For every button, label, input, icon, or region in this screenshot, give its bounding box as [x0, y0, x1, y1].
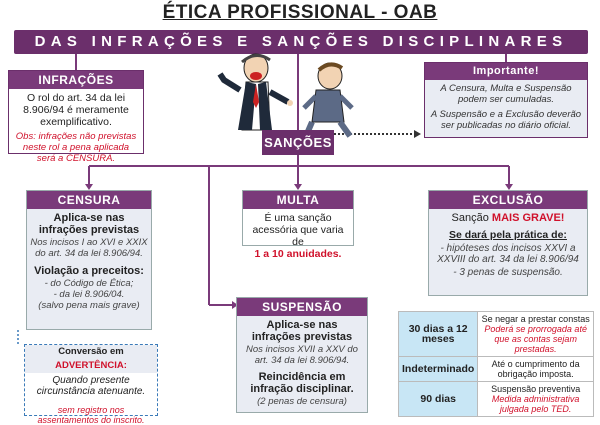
arrow-multa [294, 184, 302, 190]
table-row: Indeterminado Até o cumprimento da obrig… [397, 356, 594, 382]
censura-text-1: Nos incisos I ao XVI e XXIX do art. 34 d… [30, 237, 148, 259]
importante-line1: A Censura, Multa e Suspensão podem ser c… [440, 83, 572, 105]
banner: DAS INFRAÇÕES E SANÇÕES DISCIPLINARES [14, 30, 588, 54]
penalty-duration: Indeterminado [397, 356, 479, 382]
conversao-box: Conversão em ADVERTÊNCIA: Quando present… [24, 344, 158, 425]
exclusao-sancao-highlight: MAIS GRAVE! [491, 212, 565, 224]
infracoes-text: O rol do art. 34 da lei 8.906/94 é meram… [23, 92, 129, 128]
importante-header: Importante! [425, 63, 587, 80]
censura-box: CENSURA Aplica-se nas infrações prevista… [26, 190, 152, 330]
censura-text-2b: - da lei 8.906/04. [53, 289, 125, 300]
penalty-main: Se negar a prestar constas [481, 314, 590, 324]
page-title: ÉTICA PROFISSIONAL - OAB [162, 2, 438, 23]
importante-line2: A Suspensão e a Exclusão deverão ser pub… [430, 109, 582, 131]
penalty-note: Poderá se prorrogada até que as contas s… [484, 324, 587, 354]
multa-text: É uma sanção acessória que varia de [252, 212, 344, 248]
infracoes-obs: Obs: infrações não previstas neste rol a… [15, 131, 137, 164]
suspensao-header: SUSPENSÃO [237, 298, 367, 316]
penalty-main: Suspensão preventiva [491, 384, 581, 394]
penalty-duration: 30 dias a 12 meses [397, 311, 479, 357]
penalty-note: Medida administrativa julgada pelo TED. [491, 394, 580, 414]
infracoes-box: INFRAÇÕES O rol do art. 34 da lei 8.906/… [8, 70, 144, 164]
multa-highlight: 1 a 10 anuidades. [254, 248, 342, 260]
conversao-text-2: sem registro nos assentamentos do inscri… [37, 405, 145, 425]
exclusao-sancao-label: Sanção [451, 212, 492, 224]
arrow-importante [414, 130, 421, 138]
suspensao-heading-2: Reincidência em infração disciplinar. [250, 371, 354, 395]
arrow-exclusao [505, 184, 513, 190]
conversao-highlight: ADVERTÊNCIA: [55, 360, 127, 371]
multa-header: MULTA [243, 191, 353, 209]
conversao-text-1: Quando presente circunstância atenuante. [36, 375, 146, 397]
table-row: 30 dias a 12 meses Se negar a prestar co… [397, 311, 594, 357]
censura-heading-2: Violação a preceitos: [34, 265, 144, 277]
arrow-censura [85, 184, 93, 190]
censura-heading-1: Aplica-se nas infrações previstas [38, 212, 140, 236]
suspensao-heading-1: Aplica-se nas infrações previstas [251, 319, 353, 343]
cartoon-lawyers-illustration [217, 53, 354, 138]
penalty-main: Até o cumprimento da obrigação imposta. [491, 359, 580, 379]
suspensao-text-1: Nos incisos XVII a XXV do art. 34 da lei… [246, 344, 358, 366]
sancoes-box: SANÇÕES [262, 130, 334, 155]
infracoes-header: INFRAÇÕES [9, 71, 143, 89]
exclusao-box: EXCLUSÃO Sanção MAIS GRAVE! Se dará pela… [428, 190, 588, 296]
multa-box: MULTA É uma sanção acessória que varia d… [242, 190, 354, 260]
censura-header: CENSURA [27, 191, 151, 209]
penalty-duration: 90 dias [397, 381, 479, 417]
exclusao-sub: Se dará pela prática de: [449, 229, 567, 241]
conversao-label: Conversão em [58, 346, 124, 357]
suspensao-box: SUSPENSÃO Aplica-se nas infrações previs… [236, 297, 368, 413]
exclusao-header: EXCLUSÃO [429, 191, 587, 209]
penalties-table: 30 dias a 12 meses Se negar a prestar co… [397, 311, 594, 417]
censura-text-2a: - do Código de Ética; [44, 278, 134, 289]
importante-box: Importante! A Censura, Multa e Suspensão… [424, 62, 588, 138]
censura-text-2c: (salvo pena mais grave) [38, 300, 140, 311]
exclusao-text-2: - 3 penas de suspensão. [453, 267, 563, 278]
arrow-suspensao [232, 301, 238, 309]
suspensao-text-2: (2 penas de censura) [257, 396, 347, 407]
exclusao-text-1: - hipóteses dos incisos XXVI a XXVIII do… [437, 243, 579, 265]
table-row: 90 dias Suspensão preventiva Medida admi… [397, 381, 594, 417]
